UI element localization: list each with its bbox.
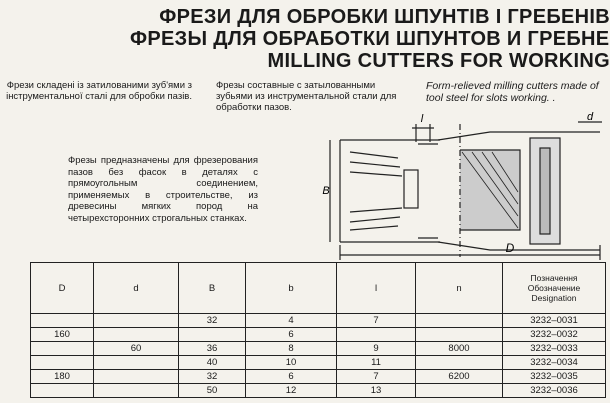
cell-D: 160 bbox=[30, 327, 94, 342]
cell-b: 10 bbox=[245, 355, 337, 370]
cell-n bbox=[415, 355, 503, 370]
cell-n bbox=[415, 313, 503, 328]
cell-n bbox=[415, 383, 503, 398]
title-russian: ФРЕЗЫ ДЛЯ ОБРАБОТКИ ШПУНТОВ И ГРЕБНЕЙ bbox=[130, 28, 610, 50]
cell-B: 32 bbox=[178, 313, 246, 328]
cell-B: 32 bbox=[178, 369, 246, 384]
cell-d bbox=[93, 369, 179, 384]
table-row: 160 6 3232–0032 bbox=[30, 327, 606, 342]
label-D: D bbox=[506, 241, 515, 255]
header-l: l bbox=[336, 262, 416, 314]
cell-D bbox=[30, 313, 94, 328]
title-block: ФРЕЗИ ДЛЯ ОБРОБКИ ШПУНТІВ І ГРЕБЕНІВ ФРЕ… bbox=[130, 6, 610, 72]
cell-D: 180 bbox=[30, 369, 94, 384]
description-english: Form-relieved milling cutters made of to… bbox=[426, 80, 599, 104]
title-ukrainian: ФРЕЗИ ДЛЯ ОБРОБКИ ШПУНТІВ І ГРЕБЕНІВ bbox=[159, 6, 610, 28]
description-ukrainian: Фрези складені із затилованими зуб'ями з… bbox=[6, 80, 192, 102]
cell-l: 13 bbox=[336, 383, 416, 398]
cell-designation: 3232–0033 bbox=[502, 341, 606, 356]
table-row: 180 32 6 7 6200 3232–0035 bbox=[30, 369, 606, 384]
cell-designation: 3232–0036 bbox=[502, 383, 606, 398]
description-russian: Фрезы составные с затылованными зубьями … bbox=[216, 80, 397, 113]
cell-b: 12 bbox=[245, 383, 337, 398]
header-D: D bbox=[30, 262, 94, 314]
cell-l: 7 bbox=[336, 313, 416, 328]
cell-B: 50 bbox=[178, 383, 246, 398]
cell-designation: 3232–0034 bbox=[502, 355, 606, 370]
purpose-text: Фрезы предназначены для фрезерования паз… bbox=[68, 155, 258, 224]
cell-B: 40 bbox=[178, 355, 246, 370]
cell-d bbox=[93, 313, 179, 328]
cell-d bbox=[93, 355, 179, 370]
cell-n: 8000 bbox=[415, 341, 503, 356]
header-b: b bbox=[245, 262, 337, 314]
cell-D bbox=[30, 341, 94, 356]
cell-B: 36 bbox=[178, 341, 246, 356]
cell-d: 60 bbox=[93, 341, 179, 356]
cell-designation: 3232–0031 bbox=[502, 313, 606, 328]
table-row: 50 12 13 3232–0036 bbox=[30, 383, 606, 398]
cell-D bbox=[30, 355, 94, 370]
cell-designation: 3232–0032 bbox=[502, 327, 606, 342]
cutter-drawing: l d B D bbox=[322, 112, 602, 260]
cell-b: 8 bbox=[245, 341, 337, 356]
cell-b: 4 bbox=[245, 313, 337, 328]
label-d: d bbox=[587, 112, 594, 123]
table-row: 32 4 7 3232–0031 bbox=[30, 313, 606, 328]
table-header: D d B b l n Позначення Обозначение Desig… bbox=[30, 262, 606, 314]
title-english: MILLING CUTTERS FOR WORKING bbox=[267, 50, 610, 72]
cell-b: 6 bbox=[245, 369, 337, 384]
label-B: B bbox=[322, 185, 329, 197]
cell-B bbox=[178, 327, 246, 342]
header-d: d bbox=[93, 262, 179, 314]
cell-l: 11 bbox=[336, 355, 416, 370]
cell-l: 7 bbox=[336, 369, 416, 384]
header-designation: Позначення Обозначение Designation bbox=[502, 262, 606, 314]
cell-l: 9 bbox=[336, 341, 416, 356]
cell-D bbox=[30, 383, 94, 398]
cell-b: 6 bbox=[245, 327, 337, 342]
header-n: n bbox=[415, 262, 503, 314]
label-l: l bbox=[421, 113, 424, 125]
cell-designation: 3232–0035 bbox=[502, 369, 606, 384]
cell-d bbox=[93, 327, 179, 342]
cell-d bbox=[93, 383, 179, 398]
cell-n bbox=[415, 327, 503, 342]
specs-table: D d B b l n Позначення Обозначение Desig… bbox=[30, 262, 606, 398]
cell-l bbox=[336, 327, 416, 342]
table-row: 60 36 8 9 8000 3232–0033 bbox=[30, 341, 606, 356]
cell-n: 6200 bbox=[415, 369, 503, 384]
header-B: B bbox=[178, 262, 246, 314]
table-row: 40 10 11 3232–0034 bbox=[30, 355, 606, 370]
